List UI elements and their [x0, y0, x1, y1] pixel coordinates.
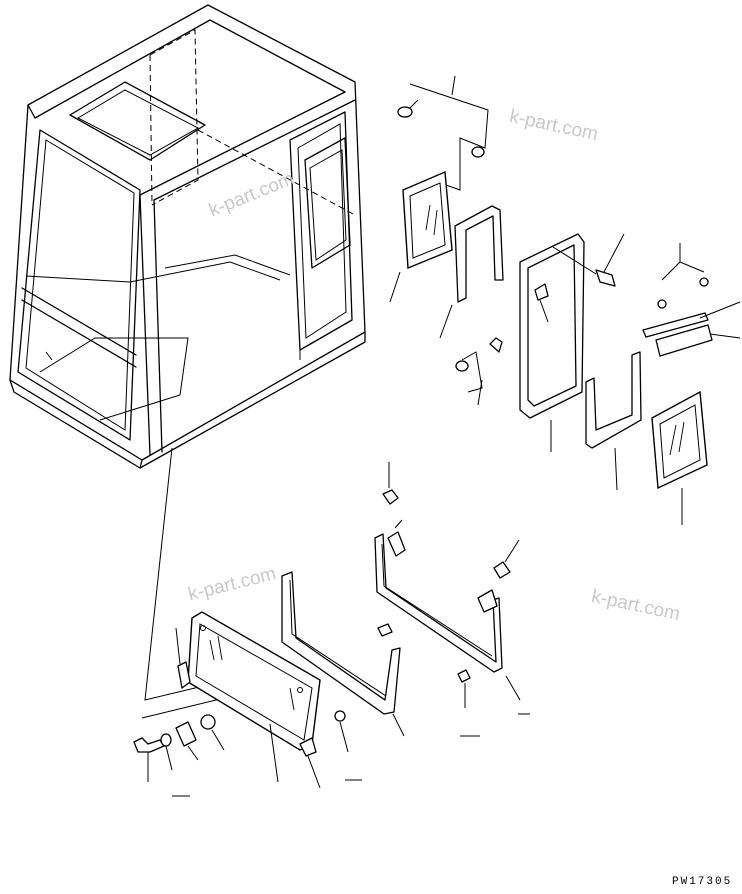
drawing-code: PW17305	[672, 876, 733, 888]
operator-cab	[10, 5, 365, 468]
lower-frame-parts	[375, 462, 530, 736]
rear-window-parts	[390, 76, 503, 405]
door-window-frame	[520, 234, 740, 525]
lower-glass-parts	[134, 448, 404, 796]
